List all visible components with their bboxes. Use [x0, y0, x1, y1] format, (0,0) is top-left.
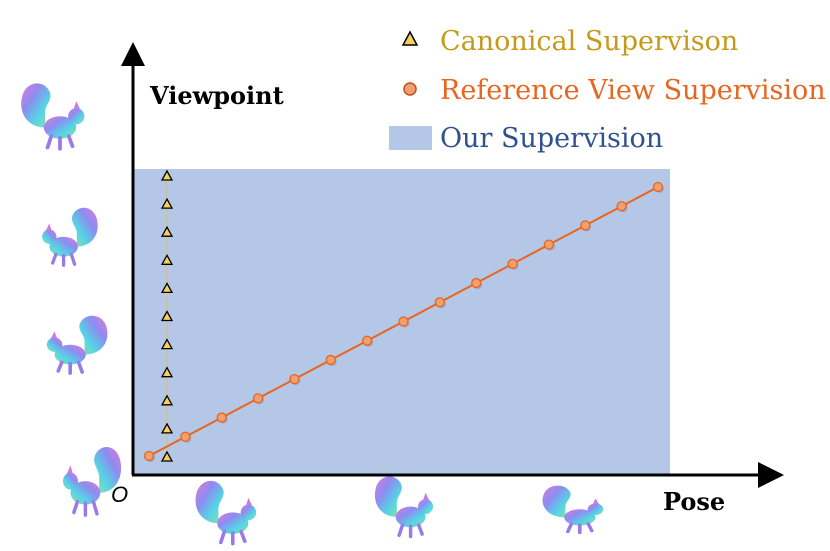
legend-reference-circle-icon — [403, 82, 417, 96]
canonical-triangle-marker — [160, 197, 174, 209]
reference-circle-marker — [616, 201, 627, 212]
pose-samples — [193, 474, 606, 546]
reference-circle-marker — [580, 220, 591, 231]
squirrel-icon — [540, 483, 606, 535]
reference-circle-marker — [507, 258, 518, 270]
canonical-triangle-marker — [160, 282, 174, 294]
canonical-triangle-marker — [160, 366, 174, 378]
reference-circle-marker — [289, 373, 300, 385]
canonical-triangle-marker — [160, 450, 174, 462]
legend: Canonical Supervison Reference View Supe… — [389, 26, 826, 154]
legend-canonical-label: Canonical Supervison — [440, 26, 738, 57]
reference-circle-marker — [398, 316, 409, 327]
reference-markers — [143, 181, 664, 462]
canonical-triangle-marker — [160, 394, 174, 406]
reference-circle-marker — [252, 393, 264, 404]
squirrel-icon — [373, 474, 435, 539]
reference-circle-marker — [216, 412, 227, 423]
reference-circle-marker — [143, 450, 155, 462]
viewpoint-samples — [19, 81, 124, 517]
legend-ours-label: Our Supervision — [440, 123, 663, 154]
canonical-triangle-marker — [160, 310, 174, 322]
reference-circle-marker — [652, 181, 664, 193]
reference-circle-marker — [325, 354, 336, 366]
origin-label: O — [111, 482, 128, 507]
legend-canonical-triangle-icon — [401, 30, 419, 46]
canonical-triangle-marker — [160, 422, 174, 434]
squirrel-icon — [40, 206, 100, 267]
x-axis-arrow-icon — [758, 462, 784, 488]
canonical-triangle-marker — [160, 253, 174, 265]
reference-circle-marker — [361, 335, 373, 346]
canonical-markers — [160, 169, 174, 462]
reference-circle-marker — [180, 431, 191, 442]
squirrel-icon — [193, 479, 259, 546]
reference-circle-marker — [543, 239, 555, 250]
squirrel-icon — [19, 81, 87, 151]
canonical-triangle-marker — [160, 338, 174, 350]
squirrel-icon — [44, 314, 110, 376]
canonical-triangle-marker — [160, 225, 174, 237]
canonical-triangle-marker — [160, 169, 174, 181]
y-axis-arrow-icon — [121, 42, 145, 66]
reference-circle-marker — [434, 297, 446, 308]
y-axis-label: Viewpoint — [149, 81, 284, 110]
legend-ours-swatch-icon — [389, 126, 432, 150]
reference-circle-marker — [471, 277, 482, 289]
x-axis-label: Pose — [663, 487, 725, 516]
legend-reference-label: Reference View Supervision — [440, 75, 826, 106]
